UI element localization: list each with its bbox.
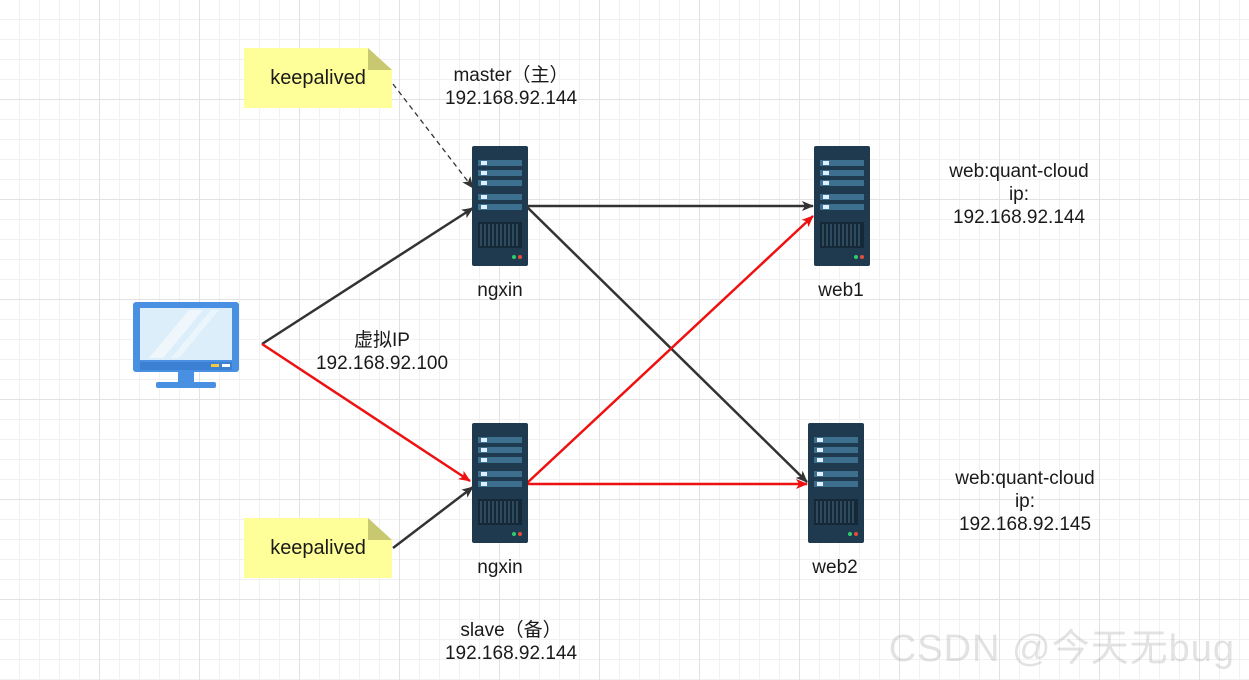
web2-server[interactable] xyxy=(808,423,864,548)
keepalived-slave-label: keepalived xyxy=(270,537,366,559)
slave-role: slave（备） xyxy=(460,620,562,641)
client-to-slave-link xyxy=(261,342,471,483)
keepalived-master-note[interactable]: keepalived xyxy=(244,48,392,108)
client-to-master-link xyxy=(261,206,474,346)
web1-ip-label: ip: xyxy=(1008,184,1030,205)
web2-info-label: web:quant-cloud ip: 192.168.92.145 xyxy=(915,467,1135,536)
keepalived-slave-note[interactable]: keepalived xyxy=(244,518,392,578)
web2-info: web:quant-cloud xyxy=(955,468,1095,489)
web2-ip-label: ip: xyxy=(1014,491,1036,512)
web1-name-label: web1 xyxy=(818,280,864,301)
vip-ip: 192.168.92.100 xyxy=(315,353,449,374)
web1-info-label: web:quant-cloud ip: 192.168.92.144 xyxy=(909,160,1129,229)
keepalived-slave-link xyxy=(392,486,474,549)
server-rack-icon xyxy=(472,146,528,266)
slave-to-web1-link xyxy=(525,215,814,485)
slave-name-label: ngxin xyxy=(477,557,523,578)
sticky-note-icon xyxy=(244,48,392,108)
web1-ip: 192.168.92.144 xyxy=(952,207,1086,228)
web2-name-label: web2 xyxy=(812,557,858,578)
nginx-master-server[interactable] xyxy=(472,146,528,271)
master-role: master（主） xyxy=(453,65,569,86)
web1-server[interactable] xyxy=(814,146,870,271)
server-rack-icon xyxy=(814,146,870,266)
server-rack-icon xyxy=(472,423,528,543)
desktop-monitor-icon xyxy=(133,302,239,388)
vip-label: 虚拟IP 192.168.92.100 xyxy=(282,329,482,375)
master-name-label: ngxin xyxy=(477,280,523,301)
nginx-slave-server[interactable] xyxy=(472,423,528,548)
web1-info: web:quant-cloud xyxy=(949,161,1089,182)
server-rack-icon xyxy=(808,423,864,543)
watermark: CSDN @今天无bug xyxy=(888,628,1235,670)
master-info-label: master（主） 192.168.92.144 xyxy=(411,64,611,110)
master-to-web2-link xyxy=(525,205,808,483)
slave-ip: 192.168.92.144 xyxy=(444,643,578,664)
keepalived-master-link xyxy=(392,83,474,189)
slave-info-label: slave（备） 192.168.92.144 xyxy=(411,619,611,665)
keepalived-master-label: keepalived xyxy=(270,67,366,89)
vip-title: 虚拟IP xyxy=(354,330,410,351)
web2-ip: 192.168.92.145 xyxy=(958,514,1092,535)
master-ip: 192.168.92.144 xyxy=(444,88,578,109)
client-desktop[interactable] xyxy=(131,300,241,397)
sticky-note-icon xyxy=(244,518,392,578)
